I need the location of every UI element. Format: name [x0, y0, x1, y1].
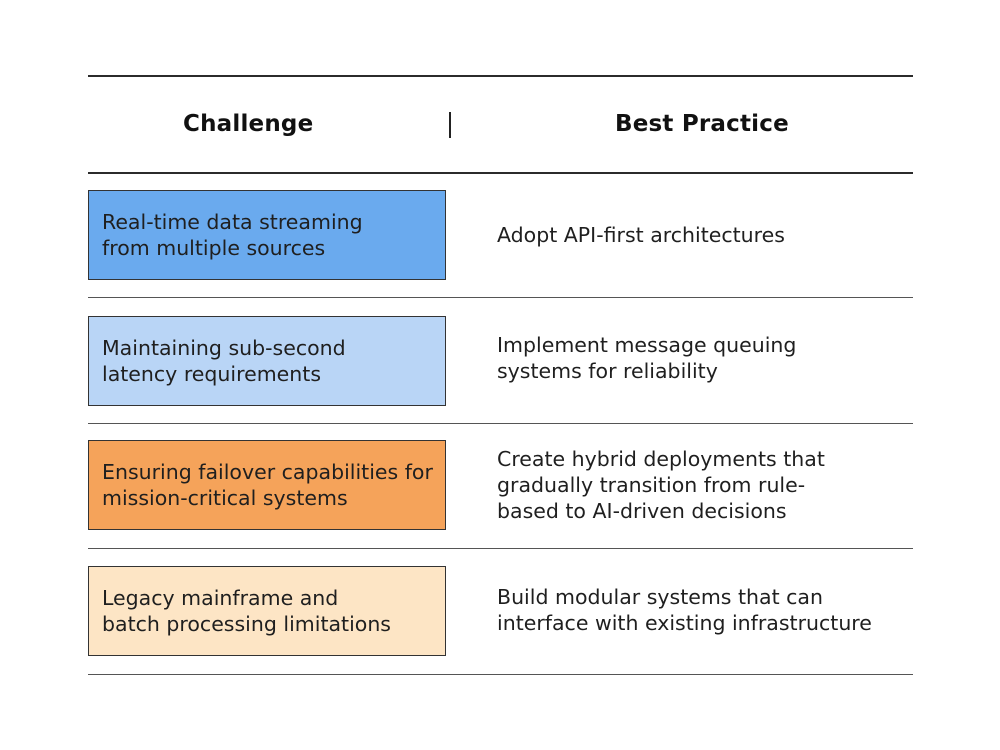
table-row: Real-time data streaming from multiple s… — [88, 190, 913, 282]
top-rule — [88, 75, 913, 77]
header-challenge: Challenge — [183, 111, 314, 137]
table-row: Legacy mainframe and batch processing li… — [88, 566, 913, 658]
table-bottom-rule — [88, 674, 913, 675]
row-divider — [88, 548, 913, 549]
practice-text: Adopt API-first architectures — [497, 223, 785, 247]
table-row: Ensuring failover capabilities for missi… — [88, 440, 913, 532]
row-divider — [88, 297, 913, 298]
challenge-text: Ensuring failover capabilities for missi… — [102, 460, 433, 510]
table-row: Maintaining sub-second latency requireme… — [88, 316, 913, 408]
challenge-box: Ensuring failover capabilities for missi… — [88, 440, 446, 530]
practice-text: Build modular systems that can interface… — [497, 585, 872, 635]
practice-text: Implement message queuing systems for re… — [497, 333, 797, 383]
challenge-text: Legacy mainframe and batch processing li… — [102, 586, 391, 636]
challenge-box: Real-time data streaming from multiple s… — [88, 190, 446, 280]
header-divider — [449, 112, 451, 138]
practice-text: Create hybrid deployments that gradually… — [497, 447, 825, 523]
challenge-box: Maintaining sub-second latency requireme… — [88, 316, 446, 406]
challenge-box: Legacy mainframe and batch processing li… — [88, 566, 446, 656]
row-divider — [88, 423, 913, 424]
table-header: Challenge Best Practice — [88, 75, 913, 173]
challenge-text: Real-time data streaming from multiple s… — [102, 210, 363, 260]
header-best-practice: Best Practice — [615, 111, 789, 137]
challenge-text: Maintaining sub-second latency requireme… — [102, 336, 346, 386]
header-bottom-rule — [88, 172, 913, 174]
